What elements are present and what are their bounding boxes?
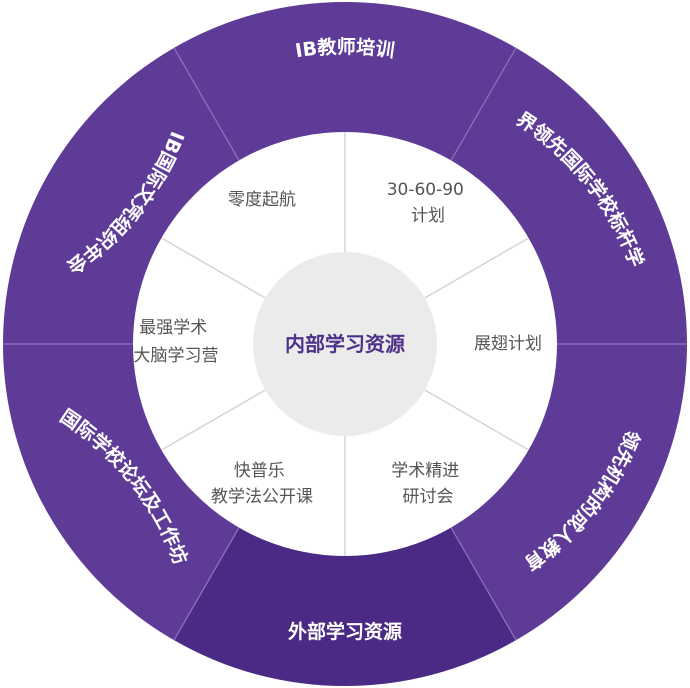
- center-circle: [253, 252, 437, 436]
- inner-label-brain-camp: 最强学术 大脑学习营: [134, 318, 219, 366]
- inner-label-open-class: 快普乐 教学法公开课: [211, 461, 313, 507]
- inner-label-30-60-90: 30-60-90 计划: [387, 180, 470, 226]
- center-label: 内部学习资源: [285, 332, 405, 356]
- outer-label-ib-teacher-training: IB教师培训: [294, 35, 396, 62]
- inner-divider: [161, 389, 266, 451]
- inner-label-wings-plan: 展翅计划: [474, 334, 542, 354]
- outer-divider: [450, 527, 517, 641]
- inner-label-zero-start: 零度起航: [228, 190, 296, 210]
- inner-label-academic-seminar: 学术精进 研讨会: [391, 461, 464, 507]
- inner-divider: [424, 389, 529, 451]
- inner-divider: [161, 237, 266, 299]
- outer-divider: [173, 527, 240, 641]
- outer-divider: [450, 47, 517, 161]
- outer-divider: [173, 47, 240, 161]
- inner-divider: [424, 237, 529, 299]
- outer-label-external-resources: 外部学习资源: [288, 620, 402, 643]
